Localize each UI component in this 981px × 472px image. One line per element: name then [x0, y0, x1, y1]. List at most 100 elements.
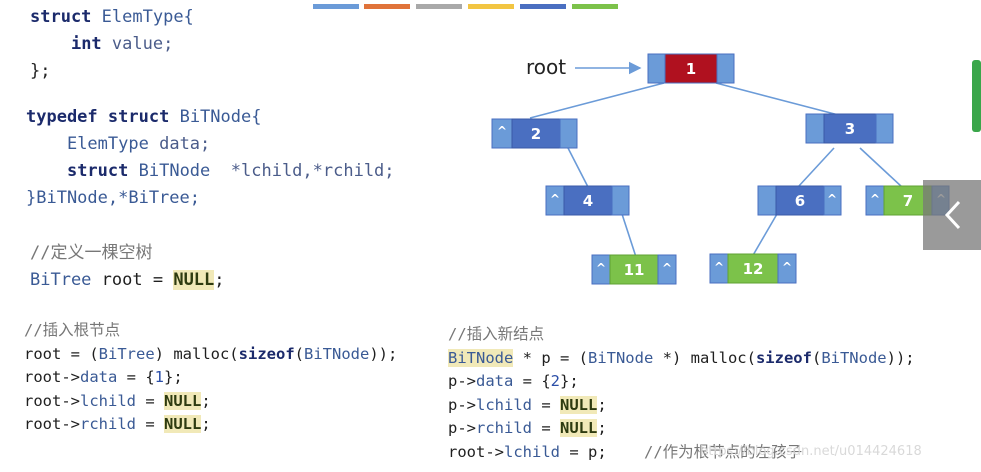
node-6-left: [757, 185, 777, 216]
node-11-right: [657, 254, 677, 285]
semicolon: ;: [214, 270, 225, 290]
code-token: ) malloc(: [154, 344, 239, 363]
code-token: data: [80, 368, 118, 386]
tree-node-3: 3: [805, 113, 894, 144]
node-3-data: [823, 113, 877, 144]
comment-left-child: //作为根节点的左孩子: [644, 442, 803, 461]
node-4-right: [611, 185, 630, 216]
code-token: BiTNode: [448, 348, 514, 367]
node-1-right: [716, 53, 735, 84]
field-data: data;: [159, 134, 211, 154]
code-token: BiTNode: [304, 344, 370, 363]
node-6-label: 6: [795, 192, 805, 210]
comment-insert-root: //插入根节点: [24, 321, 121, 339]
scrollbar-thumb[interactable]: [972, 60, 981, 132]
code-token: ;: [597, 419, 607, 437]
code-token: lchild: [80, 391, 136, 410]
child-pointers: *lchild,*rchild;: [230, 161, 395, 181]
code-token: = p;: [560, 442, 607, 461]
struct-name: ElemType{: [101, 7, 194, 27]
node-6-data: [775, 185, 825, 216]
code-token: lchild: [476, 395, 532, 414]
root-label: root: [526, 55, 566, 79]
node-6-right: [823, 185, 842, 216]
code-token: BiTNode: [821, 348, 887, 367]
code-token: root->: [24, 415, 80, 433]
edge-1-2: [529, 82, 665, 119]
previous-slide-button[interactable]: [923, 180, 981, 250]
code-token: ));: [369, 344, 398, 363]
root-assign: root =: [101, 270, 174, 290]
node-12-right: [777, 253, 797, 284]
code-token: * p = (: [513, 348, 588, 367]
node-4-label: 4: [583, 192, 593, 210]
code-token: root = (: [24, 344, 99, 363]
node-11-label: 11: [624, 261, 645, 279]
struct-close: };: [30, 61, 51, 81]
node-7-label: 7: [903, 192, 913, 210]
typedef-bitnode-code: typedef struct BiTNode{ ElemType data; s…: [26, 104, 395, 212]
bitree-type: BiTree: [30, 270, 92, 290]
null-marker: ^: [782, 260, 792, 274]
code-token: };: [164, 368, 183, 386]
kw-struct-3: struct: [66, 161, 129, 181]
code-token: ));: [886, 348, 915, 367]
insert-root-code: //插入根节点 root = (BiTree) malloc(sizeof(Bi…: [24, 319, 397, 437]
node-1-left: [647, 53, 666, 84]
edge-3-6: [797, 147, 835, 188]
empty-tree-code: //定义一棵空树 BiTree root = NULL;: [30, 240, 225, 294]
code-token: root->: [24, 368, 80, 386]
code-token: p->: [448, 419, 476, 437]
code-token: (: [294, 344, 304, 363]
node-12-label: 12: [743, 260, 764, 278]
code-token: BiTree: [98, 344, 155, 363]
chevron-left-icon: [944, 200, 961, 230]
node-3-right: [875, 113, 894, 144]
code-token: p->: [448, 395, 476, 414]
code-token: root->: [448, 442, 504, 461]
bitnode-name: BiTNode{: [179, 107, 262, 127]
code-token: data: [476, 372, 514, 390]
struct-elemtype-code: struct ElemType{ int value; };: [30, 4, 194, 85]
code-token: ;: [597, 395, 607, 414]
code-token: sizeof: [755, 348, 812, 367]
code-token: p->: [448, 372, 476, 390]
top-bar-4: [468, 4, 514, 9]
typedef-close: }BiTNode,*BiTree;: [26, 188, 200, 208]
code-token: lchild: [504, 442, 560, 461]
node-2-label: 2: [531, 125, 541, 143]
code-token: 2: [550, 372, 560, 390]
edge-2-4: [567, 147, 589, 188]
code-token: BiTNode: [587, 348, 654, 367]
null-marker: ^: [596, 261, 606, 275]
edge-6-12: [751, 213, 778, 258]
elemtype-field-type: ElemType: [66, 134, 149, 154]
code-token: };: [560, 372, 579, 390]
node-12-data: [727, 253, 779, 284]
null-keyword: NULL: [560, 419, 598, 437]
insert-new-code: //插入新结点 BiTNode * p = (BiTNode *) malloc…: [448, 323, 915, 464]
kw-struct: struct: [30, 7, 92, 27]
code-token: root->: [24, 391, 80, 410]
top-bar-1: [313, 4, 359, 9]
tree-node-4: ^ 4: [545, 185, 630, 216]
field-value: value;: [111, 34, 174, 54]
kw-struct-2: struct: [107, 107, 170, 127]
code-token: 1: [154, 368, 164, 386]
null-marker: ^: [550, 192, 560, 206]
code-token: *) malloc(: [653, 348, 756, 367]
null-marker: ^: [497, 124, 507, 138]
tree-node-2: ^ 2: [491, 118, 578, 149]
node-2-data: [511, 118, 561, 149]
null-keyword: NULL: [560, 395, 598, 414]
code-token: = {: [117, 368, 155, 386]
code-token: sizeof: [238, 344, 295, 363]
null-marker: ^: [870, 192, 880, 206]
code-token: ;: [201, 391, 211, 410]
code-token: =: [136, 391, 164, 410]
comment-empty-tree: //定义一棵空树: [30, 243, 153, 263]
watermark-url: https://blog.csdn.net/u014424618: [700, 444, 922, 459]
top-bar-6: [572, 4, 618, 9]
edge-4-11: [621, 213, 637, 258]
